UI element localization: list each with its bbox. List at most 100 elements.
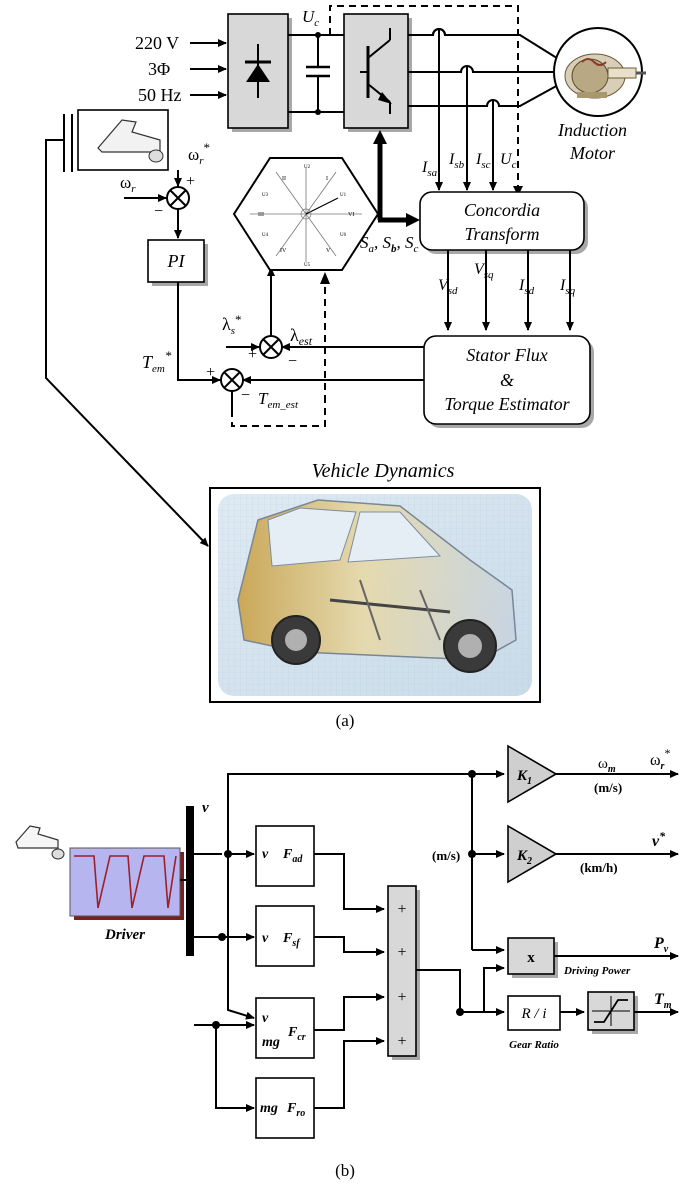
concordia-transform-block: [419, 191, 585, 251]
igbt-icon: [360, 28, 392, 114]
label-omega-m: ωm: [598, 756, 616, 775]
label-isq: Isq: [559, 277, 576, 297]
input-voltage: 220 V: [135, 33, 179, 53]
bus-bar: [186, 806, 194, 956]
minus-sign: −: [288, 353, 297, 370]
switching-table-hexagon: I II III IV V VI U1 U2 U3 U4 U5 U6: [232, 157, 380, 271]
label-uc: Uc: [500, 151, 517, 171]
pi-label: PI: [167, 251, 186, 271]
sum-sign: +: [397, 901, 406, 918]
car-cutaway-image: [218, 494, 532, 696]
input-phase: 3Φ: [148, 59, 170, 79]
label-omega-r-star: ωr*: [188, 140, 210, 167]
hex-sector-5: V: [326, 248, 331, 254]
label-isd: Isd: [518, 277, 535, 297]
pedal-icon: [15, 825, 65, 860]
hex-vector-4: U4: [262, 233, 269, 238]
estimator-label-1: Stator Flux: [466, 345, 548, 365]
flux-summing-junction: [259, 335, 283, 359]
label-tm: Tm: [654, 991, 672, 1011]
label-isc: Isc: [475, 151, 491, 171]
caption-a: (a): [336, 711, 355, 730]
input-frequency: 50 Hz: [138, 85, 182, 105]
block-f-ro: mg Fro: [255, 1077, 315, 1139]
label-unit-ms: (m/s): [594, 780, 622, 795]
hex-vector-6: U6: [340, 233, 347, 238]
block-f-sf: v Fsf: [255, 905, 315, 967]
hex-vector-3: U3: [262, 193, 269, 198]
label-k1: K1: [516, 768, 532, 787]
estimator-label-3: Torque Estimator: [444, 394, 570, 414]
block-input: mg: [260, 1101, 278, 1116]
block-f-ad: v Fad: [255, 825, 315, 887]
label-vsq: Vsq: [474, 261, 494, 281]
caption-b: (b): [335, 1161, 355, 1180]
block-input: mg: [262, 1035, 280, 1050]
gear-label: R / i: [521, 1006, 547, 1022]
hex-sector-3: III: [258, 212, 264, 218]
pedal-icon: [77, 109, 169, 171]
label-omega-r: ωr: [120, 173, 136, 195]
multiplier-label: x: [527, 950, 535, 966]
inverter-block: [343, 13, 409, 129]
induction-motor-icon: [553, 27, 646, 117]
diode-icon: [245, 44, 271, 98]
label-tem-est: Tem_est: [258, 389, 299, 411]
vehicle-dynamics-title: Vehicle Dynamics: [312, 460, 455, 482]
label-tem-star: Tem*: [142, 348, 172, 375]
block-input: v: [262, 1011, 269, 1026]
sum-sign: +: [397, 944, 406, 961]
label-k2: K2: [516, 848, 532, 867]
concordia-label-1: Concordia: [464, 200, 540, 220]
label-v: v: [202, 800, 209, 816]
diagram-a: 220 V 3Φ 50 Hz Uc: [45, 5, 646, 730]
hex-sector-4: IV: [280, 248, 287, 254]
label-vsd: Vsd: [438, 277, 458, 297]
label-isb: Isb: [448, 151, 465, 171]
hex-vector-5: U5: [304, 263, 311, 268]
motor-label-1: Induction: [557, 120, 627, 140]
label-lambda-est: λest: [290, 325, 313, 348]
multiplier-block: [507, 937, 555, 975]
block-output: Fsf: [282, 931, 301, 949]
hex-vector-1: U1: [340, 193, 347, 198]
driver-label: Driver: [104, 927, 145, 943]
estimator-label-2: &: [500, 370, 514, 390]
saturation-icon: [592, 996, 630, 1026]
diagram-b: Driver v v Fad v Fsf v mg: [15, 744, 679, 1180]
label-v-star: v*: [652, 829, 666, 850]
label-lambda-s-star: λs*: [222, 312, 242, 337]
summation-block: [387, 885, 417, 1057]
block-output: Fro: [286, 1101, 305, 1119]
hex-sector-1: I: [326, 176, 328, 182]
torque-summing-junction: [220, 368, 244, 392]
hex-vector-2: U2: [304, 165, 311, 170]
block-output: Fad: [282, 847, 303, 865]
sum-sign: +: [397, 1033, 406, 1050]
label-uc-top: Uc: [302, 7, 319, 29]
block-output: Fcr: [287, 1025, 306, 1043]
concordia-label-2: Transform: [464, 224, 539, 244]
gain-k2-block: K2: [507, 824, 558, 884]
label-pv: Pv: [653, 935, 669, 955]
hex-sector-6: VI: [348, 212, 354, 218]
plus-sign: +: [186, 173, 195, 190]
block-input: v: [262, 931, 269, 946]
label-gear-ratio: Gear Ratio: [509, 1039, 559, 1051]
label-driving-power: Driving Power: [563, 965, 631, 977]
hex-sector-2: II: [282, 176, 286, 182]
label-isa: Isa: [421, 159, 438, 179]
gear-ratio-block: [507, 995, 561, 1031]
gain-k1-block: K1: [507, 744, 558, 804]
motor-label-2: Motor: [569, 143, 616, 163]
pi-controller-block: [147, 239, 205, 283]
label-unit-kmh: (km/h): [580, 860, 618, 875]
plus-sign: +: [248, 346, 257, 363]
sum-sign: +: [397, 989, 406, 1006]
label-omega-r-star-b: ωr*: [650, 746, 670, 772]
label-switching-states: Sa, Sb, Sc: [360, 233, 419, 255]
block-f-cr: v mg Fcr: [255, 997, 315, 1059]
plus-sign: +: [206, 364, 215, 381]
block-input: v: [262, 847, 269, 862]
